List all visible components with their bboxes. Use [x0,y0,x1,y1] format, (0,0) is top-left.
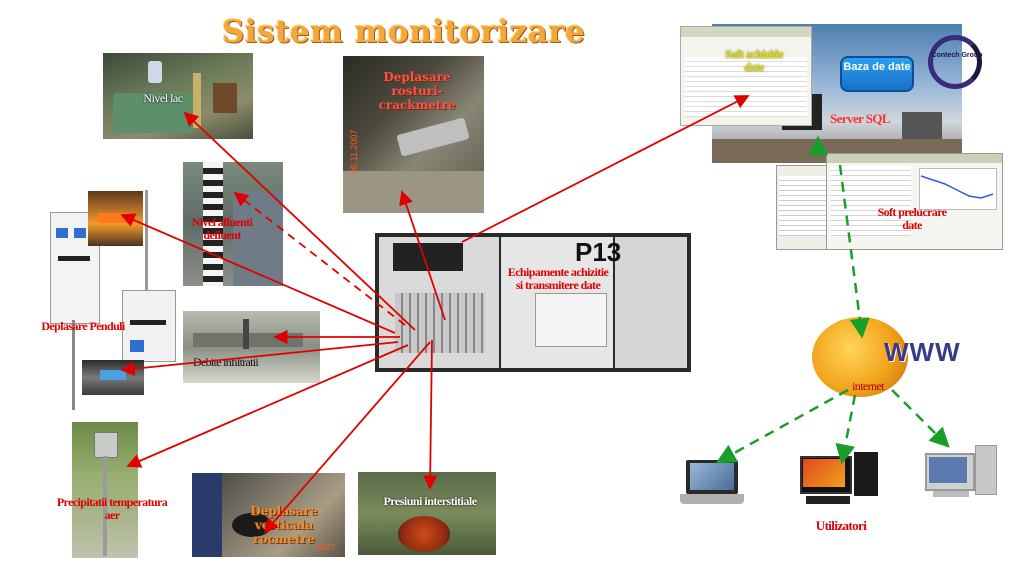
label-deplasare-penduli: Deplasare Penduli [41,319,125,333]
arrow-precipitatii [126,344,409,468]
arrow-soft-internet [838,164,870,339]
photo-presiuni [358,472,496,555]
pendulum-diagram [50,190,180,414]
label-crackmetre: Deplasare rosturi-crackmetre [378,70,456,112]
desktop-monitor-icon [925,445,997,501]
arrow-internet-desktop [835,394,857,465]
page-title: Sistem monitorizare [222,14,586,50]
arrow-internet-monitor [891,389,950,448]
photo-precipitatii [72,422,138,558]
arrow-echipamente-server [461,95,750,243]
photo-crackmetre: 06.11.2007 [343,56,484,213]
logo-contech-icon: Contech Group [928,35,982,89]
arrow-nivel-lac [183,111,416,331]
screenshot-soft-prelucrare-back [776,165,832,250]
label-server-sql: Server SQL [830,111,890,126]
date-stamp-2: 2007 [317,543,335,552]
label-debite: Debite infiltratii [193,355,259,369]
arrow-internet-laptop [715,388,849,464]
database-icon: Baza de date [840,56,914,92]
label-precipitatii: Precipitatii temperatura aer [56,495,168,522]
label-nivel-lac: Nivel lac [143,91,183,105]
label-soft-achizitie: Soft achizitie date [725,47,784,74]
label-presiuni: Presiuni interstitiale [383,494,477,508]
arrow-nivel-afluenti [233,191,406,326]
screenshot-soft-prelucrare [826,153,1003,250]
arrow-presiuni [422,339,438,490]
label-internet: internet [852,379,884,393]
label-baza-date: Baza de date [843,61,911,73]
photo-nivel-lac [103,53,253,139]
laptop-icon [680,460,744,512]
photo-echipamente: P13 [375,233,691,372]
arrow-crackmetre [399,190,446,321]
label-soft-prelucrare: Soft prelucrare date [877,205,947,232]
label-utilizatori: Utilizatori [815,518,867,533]
photo-rocmetre: 2007 [192,473,345,557]
photo-nivel-afluenti [183,162,283,286]
arrow-pendul-bottom [120,341,399,376]
arrow-rocmetre [263,341,431,534]
panel-tag: P13 [575,237,622,267]
www-text: WWW [884,337,961,367]
arrow-pendul-top [120,213,396,334]
label-nivel-afluenti: Nivel afluenti defluent [191,215,253,242]
label-echipamente: Echipamente achizitie si transmitere dat… [507,265,609,292]
photo-debite [183,311,320,383]
